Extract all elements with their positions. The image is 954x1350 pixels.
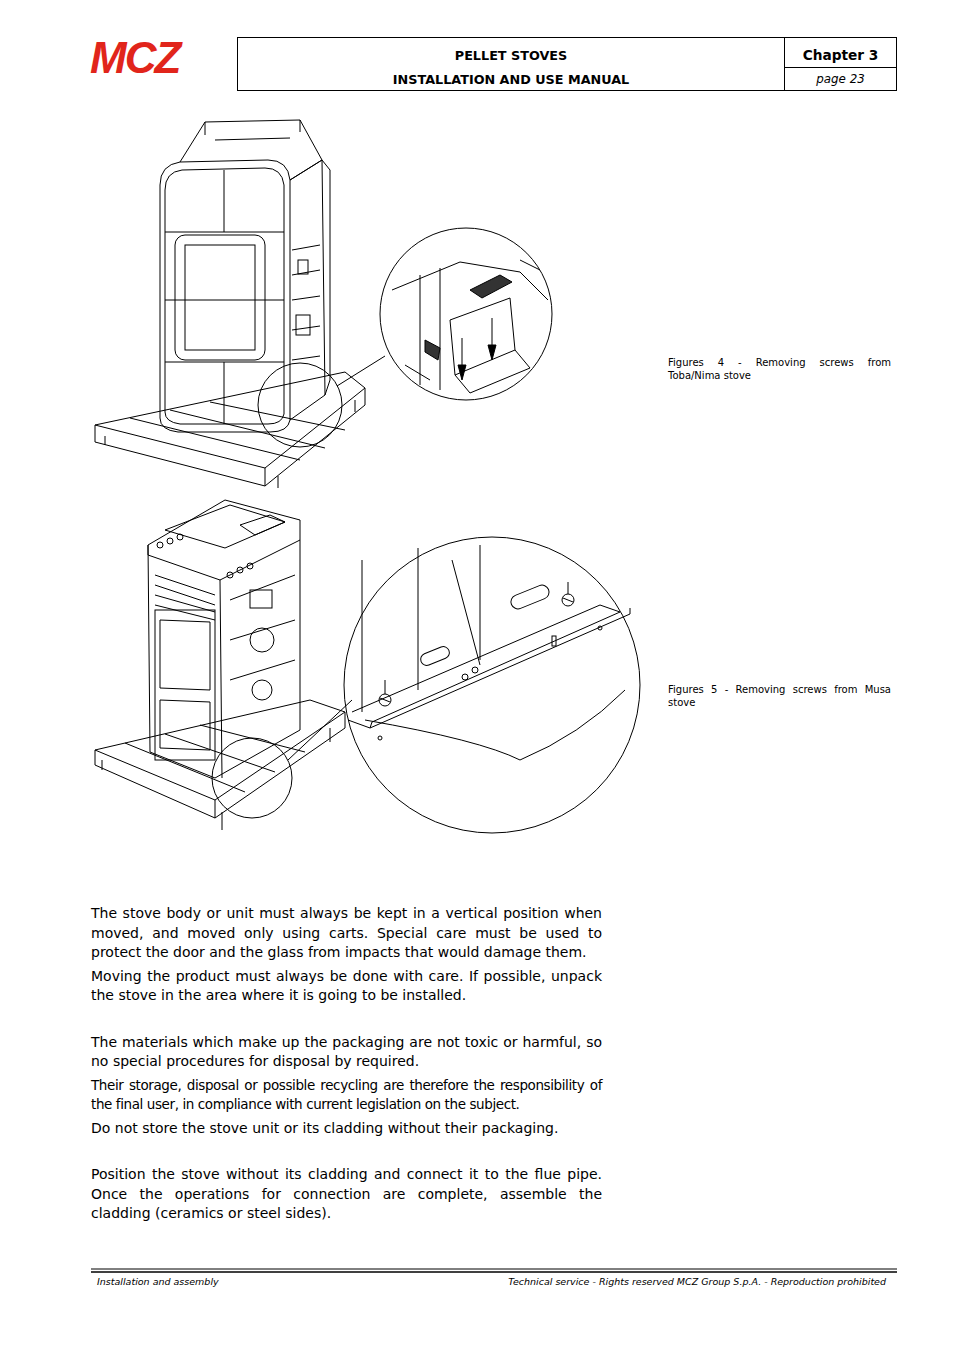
header-subheading: page 23 [785,72,896,86]
brand-logo: MCZ [90,33,240,83]
body-paragraph: Position the stove without its cladding … [91,1165,602,1224]
body-paragraph: Moving the product must always be done w… [91,967,602,1006]
body-paragraph: Do not store the stove unit or its cladd… [91,1119,602,1139]
toba-stove-drawing [95,120,552,488]
footer-rule [91,1269,897,1272]
body-paragraph: The materials which make up the packagin… [91,1033,602,1072]
body-text-column: The stove body or unit must always be ke… [91,904,602,1224]
footer-text: Installation and assembly [97,1276,397,1287]
footer-text: Technical service - Rights reserved MCZ … [486,1276,886,1287]
body-paragraph: Their storage, disposal or possible recy… [91,1076,602,1115]
figure-caption: Figures 5 - Removing screws from Musa st… [668,683,891,709]
body-paragraph: The stove body or unit must always be ke… [91,904,602,963]
header-chapter-box: Chapter 3 page 23 [784,37,897,91]
header-subheading: INSTALLATION AND USE MANUAL [238,72,784,87]
header-divider [785,67,896,68]
header-heading: PELLET STOVES [238,48,784,63]
header-heading: Chapter 3 [785,47,896,63]
header-title-box: PELLET STOVES INSTALLATION AND USE MANUAL [237,37,785,91]
figure-caption: Figures 4 - Removing screws from Toba/Ni… [668,356,891,382]
musa-stove-drawing [95,500,640,833]
